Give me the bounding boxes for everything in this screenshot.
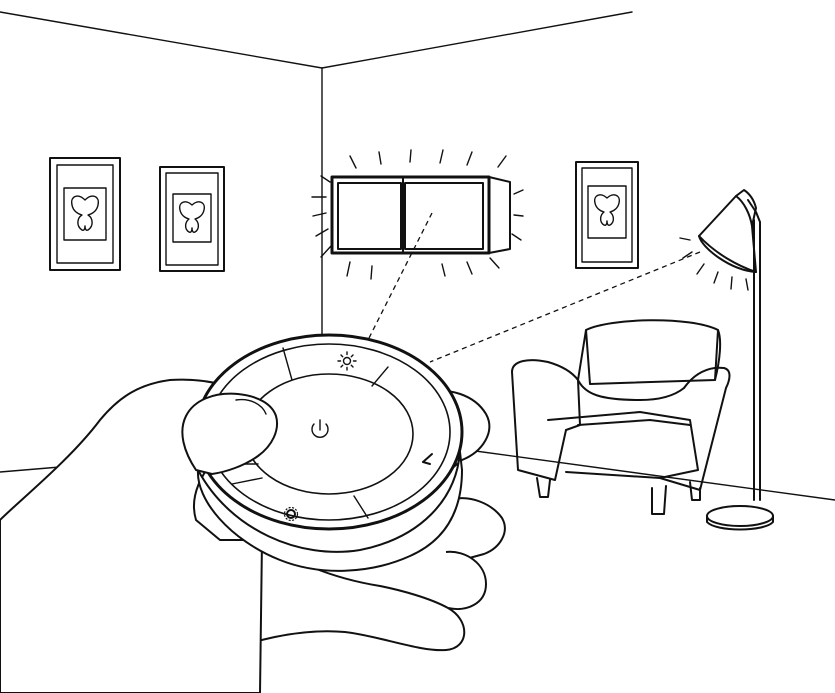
- signal-line-lamp: [430, 252, 700, 362]
- butterfly-frame-left: [50, 158, 120, 270]
- lit-floor-lamp: [680, 190, 773, 530]
- shelf-light-rays: [312, 150, 523, 279]
- butterfly-frame-right: [576, 162, 638, 268]
- butterfly-frame-center: [160, 167, 224, 271]
- armchair: [512, 320, 730, 514]
- lit-wall-shelf: [312, 150, 523, 279]
